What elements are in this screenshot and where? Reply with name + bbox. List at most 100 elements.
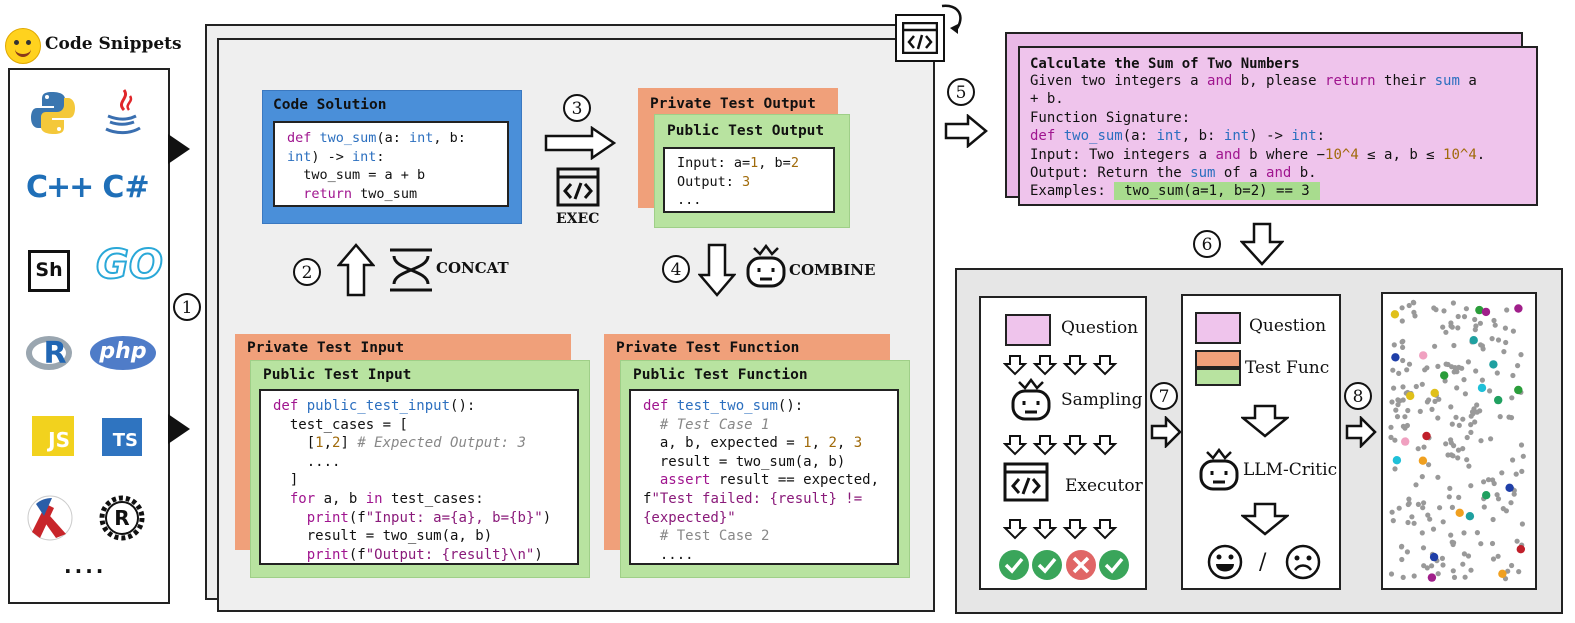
sample-point: [1411, 309, 1417, 315]
sample-point: [1468, 422, 1474, 428]
right-arrow-7: [1150, 416, 1182, 448]
sample-point: [1442, 378, 1448, 384]
question-swatch: [1005, 314, 1051, 346]
down-arrows-row-3: [1003, 519, 1118, 540]
sample-point: [1390, 367, 1396, 373]
check-icon-2: [1032, 550, 1062, 580]
sample-point: [1447, 485, 1453, 491]
sample-point: [1400, 384, 1406, 390]
test-output-input-line: Input: a=1, b=2: [677, 155, 799, 171]
private-test-input-title: Private Test Input: [247, 340, 405, 356]
highlighted-sample-point: [1406, 391, 1415, 401]
slash-separator: /: [1259, 550, 1267, 575]
sample-point: [1451, 540, 1457, 546]
sample-point: [1518, 442, 1525, 448]
test-output-output-line: Output: 3: [677, 173, 751, 190]
public-test-function-code: def test_two_sum(): # Test Case 1 a, b, …: [629, 389, 899, 565]
sample-point: [1519, 521, 1525, 527]
sample-point: [1419, 381, 1425, 387]
typescript-icon: TS: [102, 418, 142, 456]
sample-point: [1435, 571, 1441, 577]
sample-point: [1511, 491, 1517, 497]
sample-point: [1425, 512, 1431, 518]
step-1-badge: 1: [173, 293, 201, 321]
sample-point: [1404, 549, 1410, 555]
sample-point: [1411, 573, 1417, 579]
sample-point: [1518, 352, 1524, 358]
sample-point: [1494, 370, 1500, 376]
sample-point: [1421, 563, 1427, 569]
sample-point: [1492, 322, 1498, 328]
sample-point: [1399, 318, 1405, 324]
sample-point: [1427, 516, 1433, 522]
sample-point: [1454, 385, 1460, 391]
question-card: Calculate the Sum of Two Numbers Given t…: [1018, 46, 1538, 206]
down-arrows-row-1: [1003, 355, 1118, 376]
sample-point: [1388, 424, 1394, 430]
sample-point: [1489, 336, 1495, 342]
down-arrow-critic-1: [1241, 404, 1289, 438]
highlighted-sample-point: [1469, 336, 1478, 345]
private-test-function-title: Private Test Function: [616, 340, 800, 356]
sample-point: [1449, 504, 1455, 510]
sample-point: [1473, 368, 1479, 374]
sample-point: [1501, 349, 1507, 355]
down-arrow-6: [1240, 222, 1284, 266]
sample-point: [1398, 544, 1405, 550]
sample-point: [1513, 471, 1519, 477]
sample-point: [1462, 574, 1468, 580]
concat-icon: [390, 248, 432, 292]
sample-point: [1503, 508, 1509, 514]
sample-point: [1477, 320, 1483, 326]
happy-face-icon: [1207, 544, 1243, 580]
sample-point: [1435, 415, 1441, 421]
sample-point: [1426, 462, 1432, 468]
code-window-icon: [902, 22, 938, 54]
down-arrow: [698, 243, 736, 297]
critic-panel: Question Test Func LLM-Critic /: [1181, 294, 1341, 590]
sample-point: [1396, 370, 1402, 376]
sample-point: [1503, 339, 1509, 346]
sample-point: [1448, 404, 1454, 410]
public-test-function-title: Public Test Function: [633, 367, 808, 383]
results-row: [999, 550, 1129, 580]
sample-point: [1432, 343, 1438, 349]
sample-point: [1426, 397, 1432, 403]
code-exec-badge: [895, 14, 945, 62]
r-icon-letter: R: [43, 336, 67, 371]
down-arrows-row-2: [1003, 435, 1118, 456]
sample-point: [1499, 470, 1505, 476]
sample-point: [1390, 518, 1396, 524]
sample-point: [1443, 441, 1449, 447]
highlighted-sample-point: [1401, 437, 1410, 446]
test-output-ellipsis: ...: [677, 192, 702, 208]
sample-point: [1460, 446, 1466, 452]
sample-point: [1485, 477, 1492, 483]
sample-point: [1466, 463, 1472, 469]
sample-point: [1472, 327, 1478, 333]
sample-point: [1394, 414, 1401, 420]
rust-icon: R: [99, 495, 145, 541]
sample-point: [1510, 328, 1516, 334]
sample-point: [1445, 361, 1451, 368]
sample-point: [1504, 307, 1510, 313]
sample-point: [1392, 437, 1398, 443]
sample-point: [1393, 407, 1399, 413]
snippets-arrow-top: [168, 134, 190, 164]
check-icon-3: [1099, 550, 1129, 580]
sample-point: [1433, 307, 1439, 313]
sample-point: [1515, 363, 1521, 369]
distribution-panel: [1381, 292, 1537, 590]
sample-point: [1495, 337, 1502, 343]
sample-point: [1478, 438, 1484, 444]
sample-point: [1392, 466, 1398, 472]
sample-point: [1456, 422, 1462, 428]
highlighted-sample-point: [1418, 456, 1428, 465]
sample-point: [1456, 494, 1462, 500]
sample-point: [1415, 501, 1421, 507]
sample-point: [1516, 569, 1522, 575]
sample-point: [1474, 402, 1480, 408]
sample-point: [1488, 436, 1494, 442]
test-func-label: Test Func: [1245, 358, 1330, 378]
sample-point: [1448, 452, 1454, 458]
